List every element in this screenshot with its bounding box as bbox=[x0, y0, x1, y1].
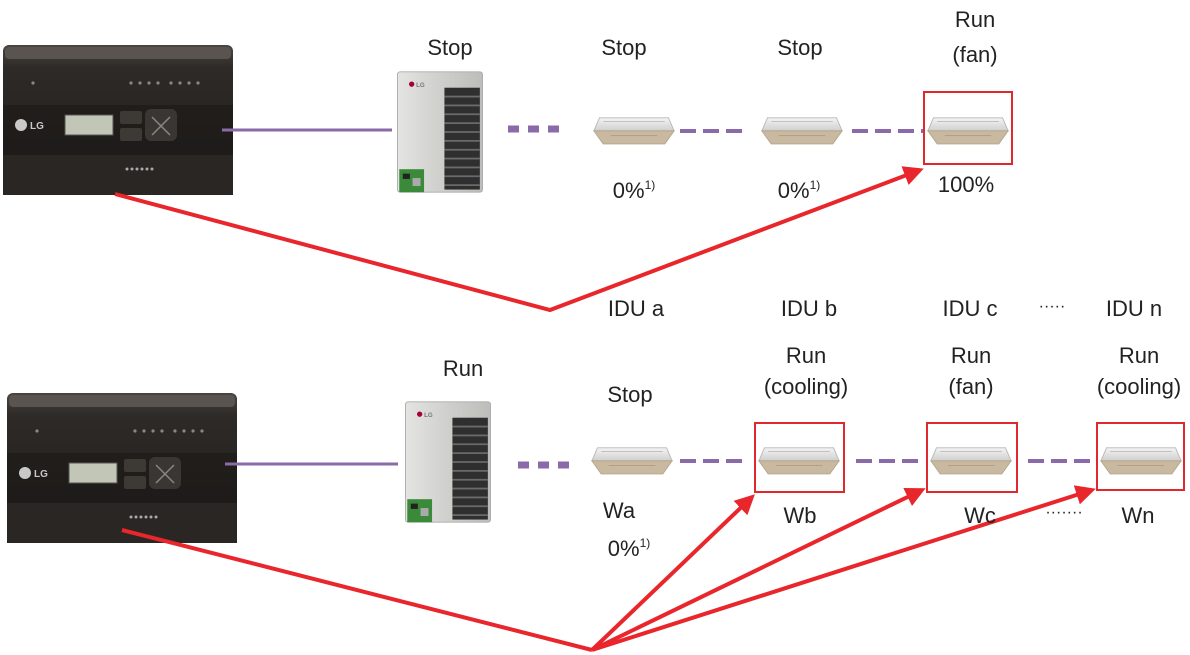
highlight-box bbox=[926, 422, 1018, 493]
controller-top bbox=[3, 45, 233, 195]
outdoor-unit-top bbox=[396, 70, 484, 194]
idu-state-b-line2: (cooling) bbox=[763, 374, 849, 399]
idu-state-b-line1: Run bbox=[785, 343, 827, 368]
power-label-ellipsis: ······· bbox=[1045, 504, 1083, 521]
control-arrow bbox=[591, 487, 926, 652]
idu-state-c-line1: Run bbox=[950, 343, 992, 368]
idu-state-top-3-line1: Run bbox=[954, 7, 996, 32]
control-arrow bbox=[590, 494, 755, 652]
idu-header-a: IDU a bbox=[607, 296, 665, 321]
power-label-a: Wa bbox=[602, 498, 636, 523]
idu-state-n-line1: Run bbox=[1118, 343, 1160, 368]
power-label-n: Wn bbox=[1121, 503, 1155, 528]
indoor-unit-b bbox=[758, 447, 840, 475]
idu-state-top-2: Stop bbox=[777, 35, 823, 60]
control-arrow bbox=[114, 166, 924, 313]
highlight-box bbox=[1096, 422, 1185, 491]
footnote-mark: 1) bbox=[809, 178, 821, 192]
outdoor-unit-bottom bbox=[404, 400, 492, 524]
highlight-box bbox=[923, 91, 1013, 165]
footnote-mark: 1) bbox=[644, 178, 656, 192]
odu-state-bottom: Run bbox=[442, 356, 484, 381]
idu-state-n-line2: (cooling) bbox=[1096, 374, 1182, 399]
idu-percent-top-3: 100% bbox=[937, 172, 995, 197]
power-label-b: Wb bbox=[783, 503, 817, 528]
idu-state-top-3-line2: (fan) bbox=[952, 42, 998, 67]
control-arrow bbox=[121, 528, 593, 652]
footnote-mark: 1) bbox=[639, 536, 651, 550]
indoor-unit-top-2 bbox=[761, 117, 843, 145]
idu-percent-top-1: 0%1) bbox=[612, 178, 656, 203]
idu-state-c-line2: (fan) bbox=[948, 374, 994, 399]
idu-header-c: IDU c bbox=[942, 296, 998, 321]
indoor-unit-c bbox=[930, 447, 1012, 475]
indoor-unit-top-3 bbox=[927, 117, 1009, 145]
idu-header-n: IDU n bbox=[1105, 296, 1163, 321]
idu-header-b: IDU b bbox=[780, 296, 838, 321]
idu-state-top-1: Stop bbox=[601, 35, 647, 60]
controller-bottom bbox=[7, 393, 237, 543]
indoor-unit-top-1 bbox=[593, 117, 675, 145]
power-label-c: Wc bbox=[964, 503, 996, 528]
control-arrow bbox=[591, 485, 1096, 652]
idu-state-a: Stop bbox=[607, 382, 653, 407]
indoor-unit-n bbox=[1100, 447, 1182, 475]
odu-state-top: Stop bbox=[427, 35, 473, 60]
idu-percent-a: 0%1) bbox=[607, 536, 651, 561]
highlight-box bbox=[754, 422, 845, 493]
idu-percent-top-2: 0%1) bbox=[777, 178, 821, 203]
idu-header-ellipsis: ····· bbox=[1038, 298, 1066, 315]
indoor-unit-a bbox=[591, 447, 673, 475]
